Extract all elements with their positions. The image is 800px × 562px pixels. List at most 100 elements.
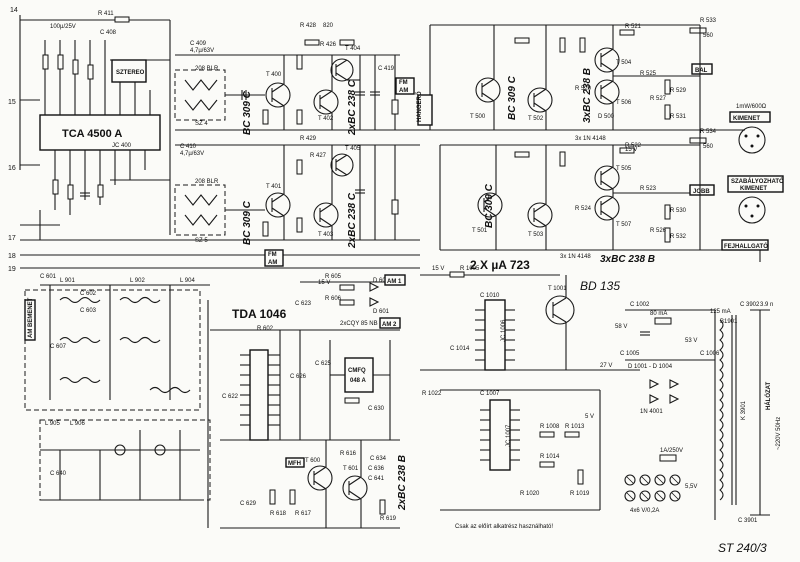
t500-label: T 500	[470, 114, 486, 120]
r606-label: R 606	[325, 296, 342, 302]
v5-label: 5 V	[585, 414, 594, 420]
c625-label: C 625	[315, 361, 332, 367]
tension1-label: 125 mA	[710, 309, 731, 315]
v15-reg-label: 15 V	[432, 266, 444, 272]
mfh-label: MFH	[288, 461, 301, 467]
c634-label: C 634	[370, 456, 387, 462]
t403-label: T 403	[318, 232, 334, 238]
misc-labels: 100µ/25V C 1005 C 1006 R 1022	[50, 24, 720, 397]
ic400-label: JC 400	[112, 143, 132, 149]
jobb-label: JOBB	[693, 189, 710, 195]
svg-text:18: 18	[8, 253, 16, 260]
fm-mid-label: FM	[268, 252, 277, 258]
blr5-label: 208 BLR	[195, 179, 219, 185]
l904-label: L 904	[180, 278, 195, 284]
c409v-label: 4,7µ/63V	[190, 48, 214, 54]
am-mid-label: AM	[268, 260, 277, 266]
d2cqy-label: 2xCQY 85 NB	[340, 321, 378, 327]
r525-label: R 525	[640, 71, 657, 77]
cmfq-sub-label: 048 A	[350, 378, 366, 384]
c1006-label: C 1006	[700, 351, 720, 357]
r524-label: R 524	[575, 206, 592, 212]
l906-label: L 906	[70, 421, 85, 427]
c629-label: C 629	[240, 501, 257, 507]
output-connectors: 1mW/600Ω KIMENET SZABÁLYOZHATÓ KIMENET F…	[699, 25, 784, 262]
sz4-label: SZ 4	[195, 121, 208, 127]
bd135-label: BD 135	[580, 279, 620, 293]
c1010-label: C 1010	[480, 293, 500, 299]
fejhallgato-label: FEJHALLGATÓ	[724, 242, 768, 250]
d500-label: D 500	[598, 114, 615, 120]
d601-label: D 601	[373, 309, 390, 315]
svg-text:15: 15	[8, 99, 16, 106]
sztereo-label: SZTEREO	[116, 70, 145, 76]
r1019-label: R 1019	[570, 491, 590, 497]
fm-top-label: FM	[399, 80, 408, 86]
c607-label: C 607	[50, 344, 67, 350]
v27-label: 27 V	[600, 363, 612, 369]
l905-label: L 905	[45, 421, 60, 427]
bc309c-right-mid-label: BC 309 C	[484, 183, 495, 228]
r532-label: R 532	[670, 234, 687, 240]
c623-label: C 623	[295, 301, 312, 307]
r616-label: R 616	[340, 451, 357, 457]
am2-label: AM 2	[382, 322, 397, 328]
d1n4148a-label: 3x 1N 4148	[575, 136, 606, 142]
r521-label: R 521	[625, 24, 642, 30]
bc238b-right-top-label: 3xBC 238 B	[582, 68, 593, 123]
r429-label: R 429	[300, 136, 317, 142]
note-label: Csak az előírt alkatrész használható!	[455, 524, 553, 530]
r619-label: R 619	[380, 516, 397, 522]
am-indicator: 15 V R 605 R 606 2xCQY 85 NB D 600 D 601…	[300, 274, 406, 329]
c603-label: C 603	[80, 308, 97, 314]
r605-label: R 605	[325, 274, 342, 280]
lamp5v-label: 5,5V	[685, 484, 697, 490]
t504-label: T 504	[616, 60, 632, 66]
bc309c-right-top-label: BC 309 C	[507, 75, 518, 120]
r533-label: R 533	[700, 18, 717, 24]
r426v-label: 820	[323, 23, 334, 29]
c1005-label: C 1005	[620, 351, 640, 357]
k3901-label: K 3901	[741, 400, 747, 420]
fuse2-label: 80 mA	[650, 311, 667, 317]
c640-label: C 640	[50, 471, 67, 477]
ic602-label: R 602	[257, 326, 274, 332]
c1014-label: C 1014	[450, 346, 470, 352]
sz5-label: SZ 5	[195, 238, 208, 244]
bc309c-mid-label: BC 309 C	[242, 200, 253, 245]
c3901-label: C 3901	[738, 518, 758, 524]
halozat-label: HÁLÓZAT	[764, 381, 772, 410]
r428-label: R 428	[300, 23, 317, 29]
c3902-label: C 3902	[740, 302, 760, 308]
upper-preamp: SZ 4 208 BLR C 409 4,7µ/63V R 428 R 426 …	[174, 23, 430, 136]
t601-label: T 601	[343, 466, 359, 472]
r617-label: R 617	[295, 511, 312, 517]
lower-amp: T 600 T 601 2xBC 238 B R 616 R 617 R 618…	[220, 439, 408, 529]
am-bemenet-label: AM BEMENET	[28, 297, 34, 338]
t505-label: T 505	[616, 166, 632, 172]
r534-label: R 534	[700, 129, 717, 135]
b1901-label: B1901	[720, 319, 738, 325]
tda1046-label: TDA 1046	[232, 307, 287, 321]
t402-label: T 402	[318, 116, 334, 122]
c601-label: C 601	[40, 274, 57, 280]
c1007b-label: R 1022	[422, 391, 442, 397]
c626-label: C 626	[290, 374, 307, 380]
terminal-numbers: 14 15 16 17 18 19	[8, 7, 18, 273]
t501-label: T 501	[472, 228, 488, 234]
left-bus-lines	[19, 15, 420, 269]
tca4500a-block: TCA 4500 A JC 400 SZTEREO R 411 C 408	[30, 11, 161, 240]
regulator-section: 2 X µA 723 R 1005 15 V JC 1006 C 1010 C …	[420, 258, 640, 530]
c410v-label: 4,7µ/63V	[180, 151, 204, 157]
bc309c-top-label: BC 309 C	[242, 90, 253, 135]
r529-label: R 529	[670, 88, 687, 94]
t1001-label: T 1001	[548, 286, 567, 292]
r1008-label: R 1008	[540, 424, 560, 430]
v53-label: 53 V	[685, 338, 697, 344]
l901-label: L 901	[60, 278, 75, 284]
tda1046-block: TDA 1046 R 602 C 622 C 623 C 625 C 626 C…	[207, 300, 400, 528]
hangero-label: HANGERŐ	[416, 91, 423, 122]
r618-label: R 618	[270, 511, 287, 517]
r427-label: R 427	[310, 153, 327, 159]
